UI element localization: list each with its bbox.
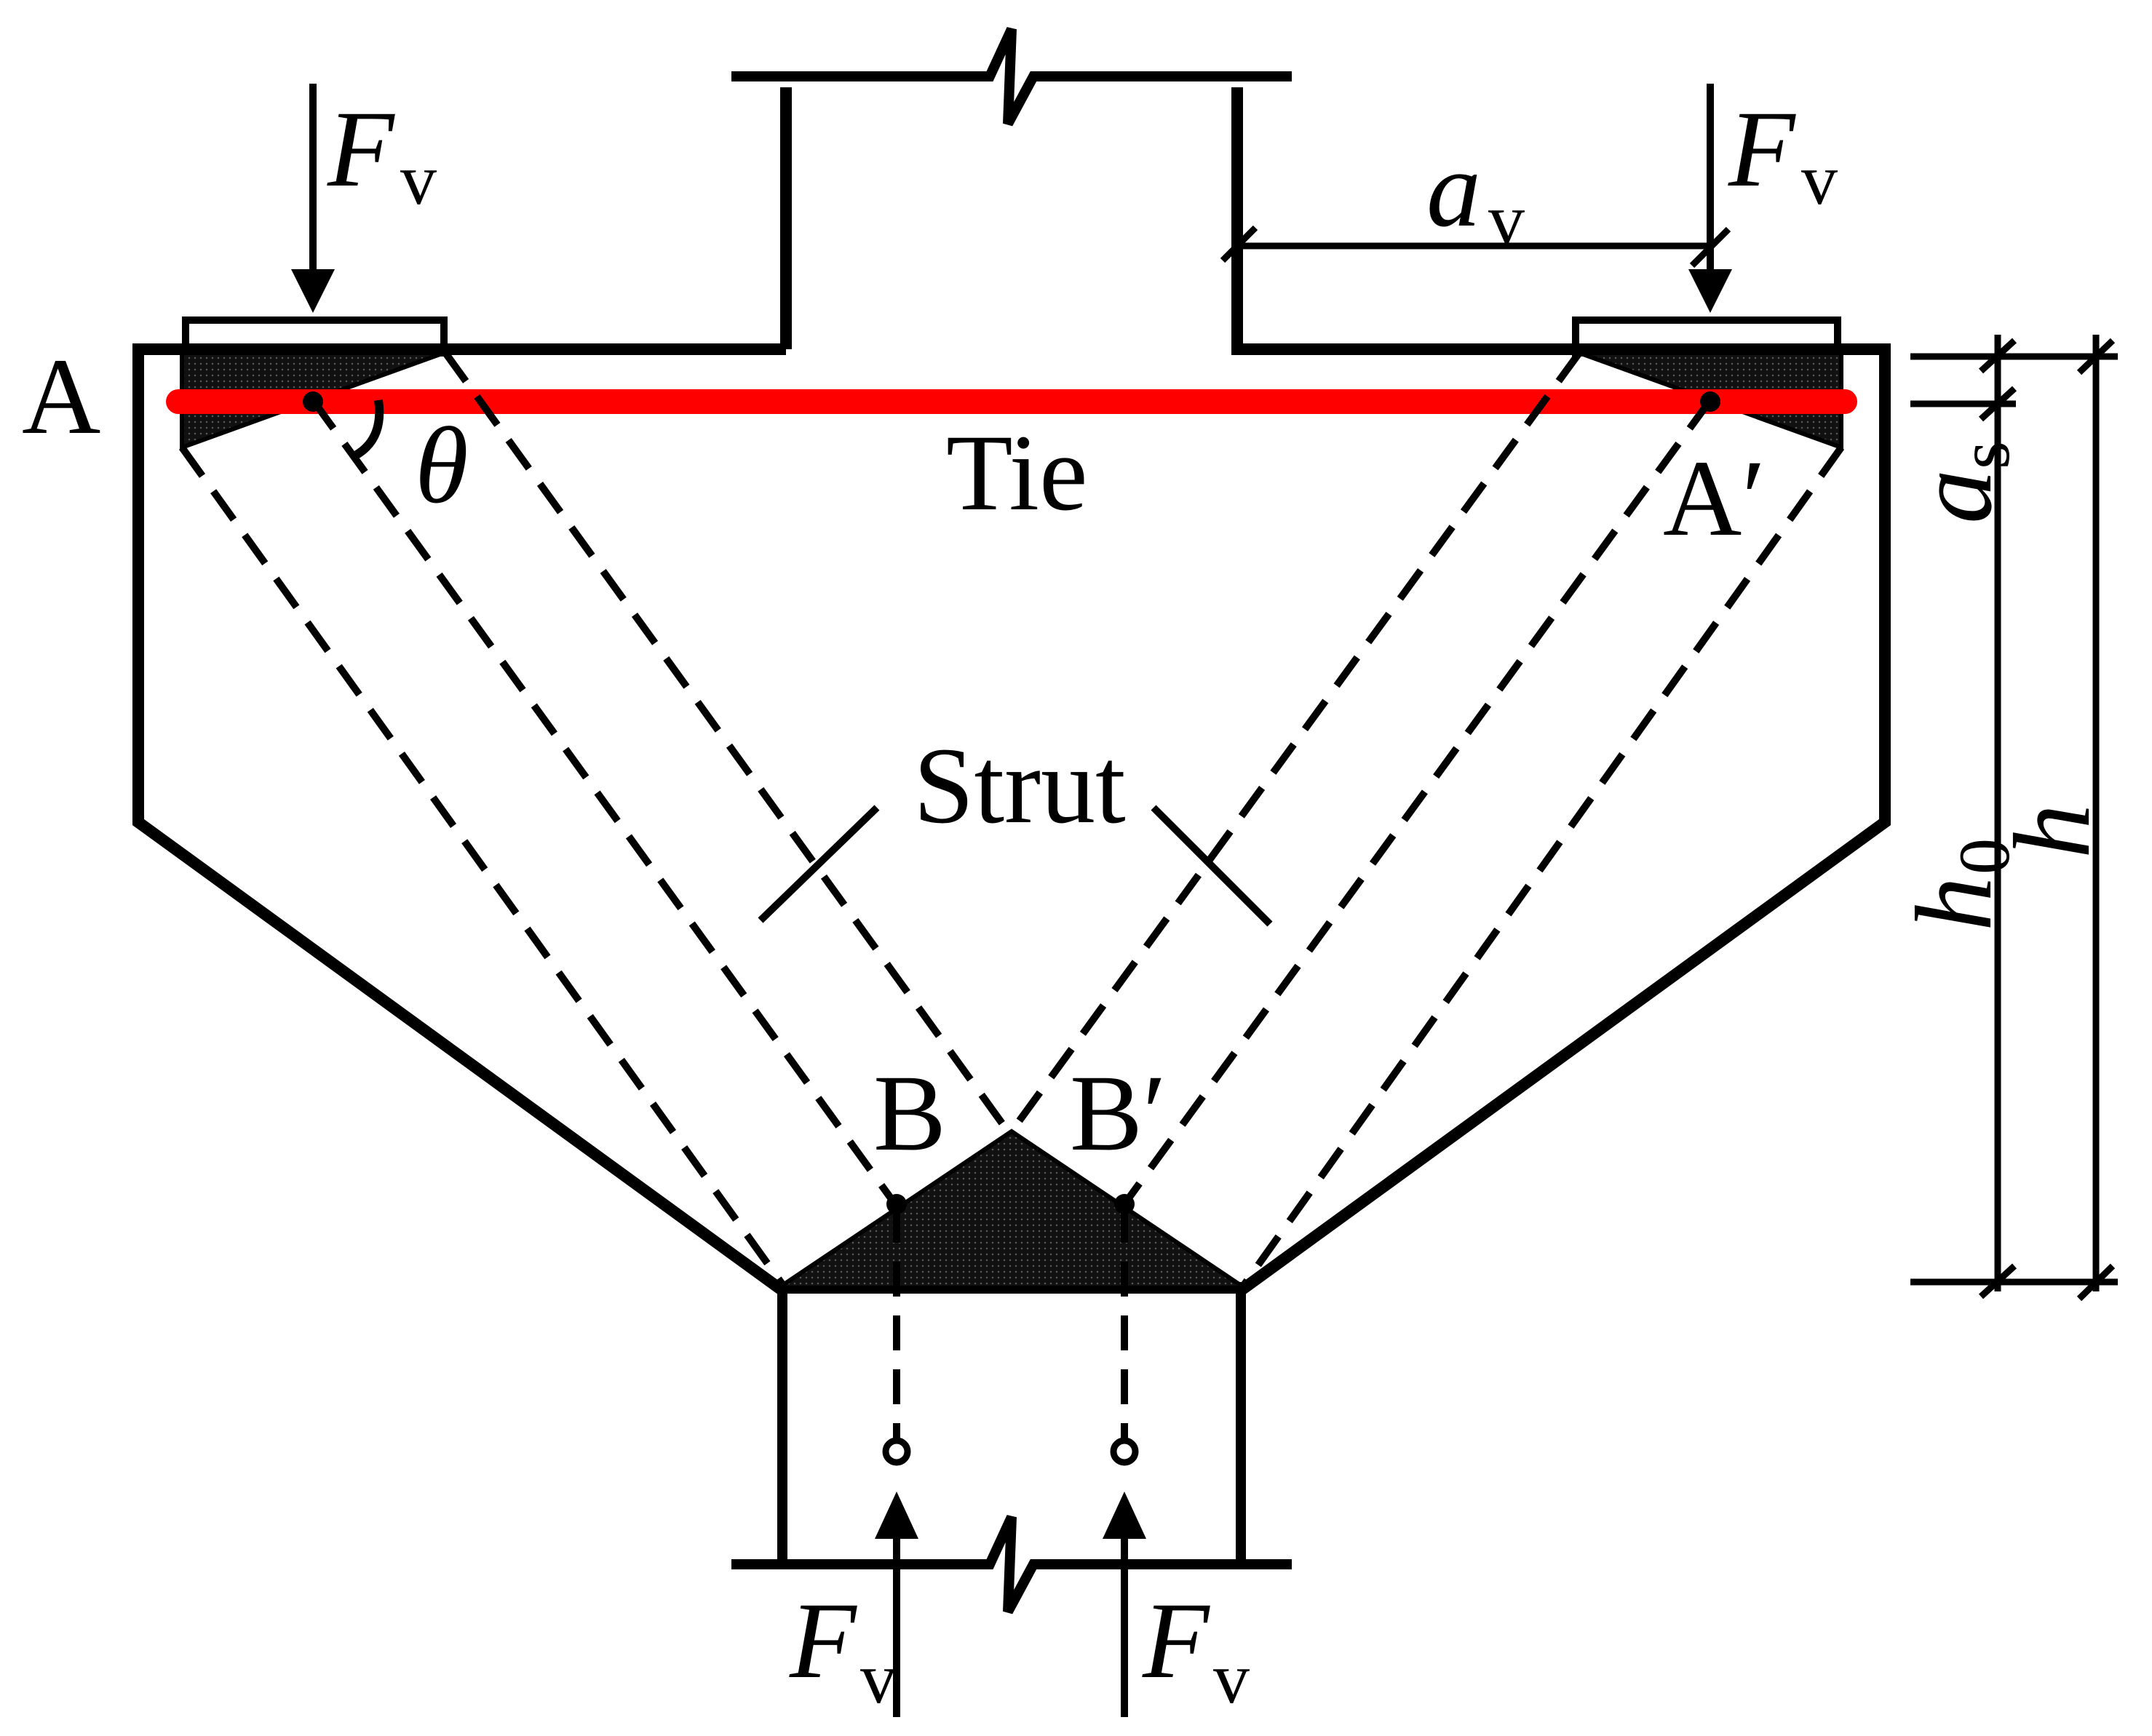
load-arrows [291, 84, 1732, 1717]
svg-text:v: v [1488, 179, 1525, 260]
tie-label: Tie [946, 413, 1088, 533]
svg-text:s: s [1944, 441, 2025, 469]
force-label-top-right: F v [1728, 89, 1838, 220]
node-zone-b [771, 1128, 1252, 1290]
svg-text:F: F [327, 89, 395, 210]
h0-label: h 0 [1894, 838, 2025, 931]
av-dimension [1220, 225, 1731, 268]
svg-text:v: v [1801, 139, 1838, 220]
svg-text:F: F [1142, 1580, 1210, 1701]
bottom-column [731, 1288, 1292, 1614]
strut-width-marks [758, 805, 1273, 927]
av-label: a v [1426, 129, 1525, 260]
as-label: a s [1894, 441, 2025, 524]
member-outline [132, 87, 1891, 1294]
svg-text:v: v [1213, 1638, 1250, 1719]
theta-angle-arc [354, 399, 384, 459]
svg-text:h: h [1992, 804, 2113, 859]
force-label-top-left: F v [327, 89, 437, 220]
node-points [303, 391, 1720, 1214]
support-pins [882, 1437, 1139, 1466]
svg-text:a: a [1426, 129, 1481, 250]
height-dimensions [1910, 335, 2118, 1302]
svg-text:h: h [1894, 877, 2014, 931]
node-b-label: B [873, 1053, 946, 1174]
strut-lines [178, 351, 1845, 1448]
svg-text:v: v [400, 139, 437, 220]
svg-text:a: a [1894, 469, 2014, 524]
theta-label: θ [415, 405, 469, 526]
strut-label: Strut [913, 725, 1126, 846]
top-column [731, 27, 1292, 127]
force-label-bottom-left: F v [789, 1580, 897, 1719]
node-a-label: A [22, 336, 100, 457]
force-label-bottom-right: F v [1142, 1580, 1250, 1719]
svg-text:0: 0 [1944, 838, 2025, 875]
node-b-prime-label: B′ [1070, 1053, 1167, 1174]
h-label: h [1992, 804, 2113, 859]
svg-text:F: F [789, 1580, 857, 1701]
node-a-prime-label: A′ [1663, 438, 1766, 559]
svg-text:v: v [860, 1638, 897, 1719]
svg-text:F: F [1728, 89, 1796, 210]
